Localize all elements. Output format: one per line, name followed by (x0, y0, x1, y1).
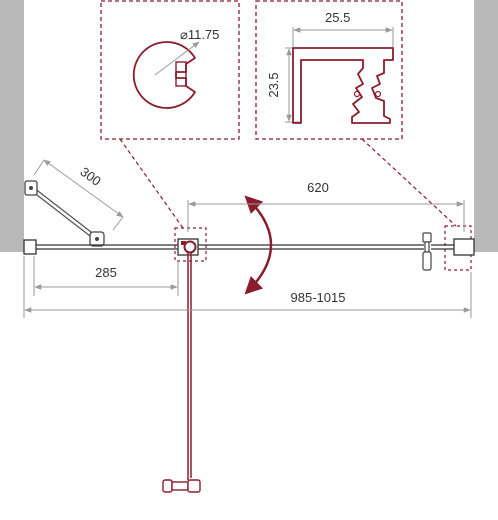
round-profile-shape (132, 41, 196, 109)
profile-height-label: 23.5 (266, 72, 281, 97)
right-wall-profile (453, 238, 475, 256)
door-width-label: 620 (307, 180, 329, 195)
fixed-panel-width-label: 285 (95, 265, 117, 280)
door-handle (422, 232, 432, 271)
total-width-label: 985-1015 (291, 290, 346, 305)
strut-length-label: 300 (77, 164, 103, 189)
detail-box-round-profile: ⌀11.75 (100, 0, 240, 140)
right-wall (474, 0, 498, 252)
leader-line-round (119, 138, 184, 229)
diameter-label: ⌀11.75 (180, 27, 219, 42)
door-glass-closed (198, 232, 475, 271)
wall-profile-shape (292, 47, 394, 124)
left-wall (0, 0, 24, 252)
leader-line-wall (361, 138, 457, 227)
curved-double-arrow-icon (244, 195, 273, 295)
hinge-connector (177, 238, 199, 256)
handle-icon (162, 478, 201, 493)
fixed-glass-panel (23, 239, 178, 255)
profile-width-label: 25.5 (325, 10, 350, 25)
detail-box-wall-profile: 25.5 23.5 (255, 0, 403, 140)
door-open-position (162, 253, 201, 493)
stabilizer-bar (24, 180, 105, 247)
